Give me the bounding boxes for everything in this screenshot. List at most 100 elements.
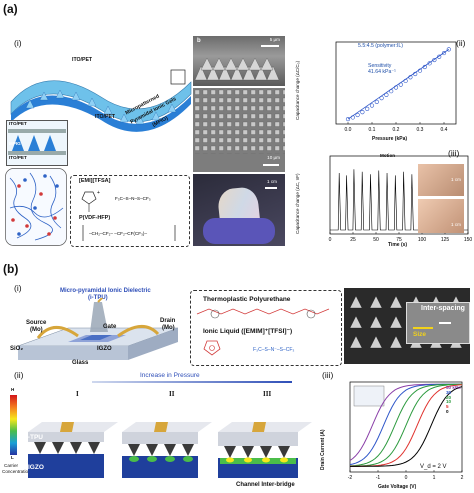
sem-scale-2: 10 μm <box>267 155 280 160</box>
panel-a-iii-label: (iii) <box>448 148 460 158</box>
sem-image-top: b 5 μm <box>193 36 285 86</box>
panel-b-i-label: (i) <box>14 283 22 293</box>
bottom-film-label: ITO/PET <box>95 114 116 120</box>
data-point <box>403 78 408 84</box>
finger-photo-1: 1 cm <box>418 164 464 196</box>
stage-1-diagram <box>28 422 118 478</box>
photo-scalebar <box>265 187 277 189</box>
photo-scale: 1 cm <box>267 179 277 184</box>
data-point <box>398 82 403 87</box>
chart-a-ii-legend: 5.5:4.5 (polymer:IL) <box>358 43 403 49</box>
polymer-network-inset <box>5 168 67 246</box>
x-tick-label: -2 <box>348 475 353 481</box>
inter-spacing-inset: Inter-spacing Size <box>406 302 470 344</box>
cbar-title-2: Concentration <box>2 469 31 474</box>
source-label-2: (Mo) <box>30 327 43 333</box>
size-label: Size <box>413 331 427 338</box>
itpu-title-1: Micro-pyramidal Ionic Dielectric <box>60 288 151 294</box>
glove <box>203 218 275 244</box>
x-tick-label: 0 <box>405 475 408 481</box>
stage-3-label: III <box>263 390 272 398</box>
stack-bottom-label: ITO/PET <box>9 155 27 160</box>
emi-tfsa-structure: + F₃C–S–N–S–CF₃ <box>81 190 151 212</box>
data-point <box>393 85 399 90</box>
x-tick-label: 1 <box>433 475 436 481</box>
data-point <box>427 61 432 66</box>
data-point <box>417 68 423 73</box>
stage-2-label: II <box>169 390 175 398</box>
transfer-legend: 50 kPa 30 20 10 5 0 <box>446 385 461 415</box>
legend-item: 30 <box>446 389 452 395</box>
legend-item: 20 <box>446 394 452 400</box>
carrier-colorbar <box>10 395 17 455</box>
data-point <box>345 116 351 122</box>
transfer-curve <box>350 386 463 467</box>
sem-b-label: b <box>197 38 201 44</box>
x-tick-label: 2 <box>461 475 464 481</box>
chart-a-iii-ylabel: Capacitance change (ΔC, nF) <box>295 173 300 234</box>
data-point <box>379 96 384 101</box>
legend-item: 10 <box>446 399 452 405</box>
x-tick-label: 0.4 <box>441 127 448 133</box>
signal-trace <box>330 169 468 231</box>
chart-a-ii-ylabel: Capacitance change (ΔC/C₀) <box>295 60 300 120</box>
data-point <box>432 57 437 63</box>
data-point <box>441 50 447 56</box>
igzo-label-b-ii: IGZO <box>28 464 44 471</box>
channel-bridge-label: Channel Inter-bridge <box>236 482 295 488</box>
chart-b-iii-xlabel: Gate Voltage (V) <box>378 484 417 490</box>
sem-scalebar-2 <box>263 164 279 166</box>
stage-2-diagram <box>122 422 212 478</box>
plot-frame <box>335 41 457 125</box>
chart-a-ii-xlabel: Pressure (kPa) <box>372 136 408 142</box>
x-tick-label: 150 <box>464 237 472 243</box>
stage-3-diagram <box>218 422 312 478</box>
x-tick-label: 0.1 <box>369 127 376 133</box>
finger-photo-2: 1 cm <box>418 199 464 233</box>
legend-item: 50 kPa <box>446 385 461 390</box>
panel-b-iii-label: (iii) <box>322 370 334 380</box>
increase-pressure-arrow <box>92 381 292 383</box>
chart-a-iii-xlabel: Time (s) <box>388 242 408 248</box>
ionic-liquid-label: [EMI][TFSA] <box>79 178 111 184</box>
itpu-title-2: (i-TPU) <box>88 295 108 301</box>
legend-item: 5 <box>446 404 449 410</box>
x-tick-label: 100 <box>418 237 427 243</box>
source-label-1: Source <box>26 320 47 326</box>
data-point <box>360 110 365 115</box>
x-tick-label: 0.2 <box>393 127 400 133</box>
panel-a-ii-label: (ii) <box>456 38 466 48</box>
data-point <box>413 71 418 77</box>
fit-line <box>347 49 450 120</box>
data-point <box>350 115 355 120</box>
panel-a-letter: (a) <box>3 2 18 16</box>
legend-item: 0 <box>446 409 449 415</box>
x-tick-label: 125 <box>441 237 450 243</box>
panel-b-letter: (b) <box>3 262 19 276</box>
emim-tfsi-structure: F₃C–S–N⁻–S–CF₃ <box>203 340 294 356</box>
transfer-curve <box>350 383 462 467</box>
spacing-arrow <box>439 322 451 324</box>
chart-a-ii-annot-2: 41.64 kPa⁻¹ <box>368 69 396 75</box>
inter-spacing-label: Inter-spacing <box>421 305 465 312</box>
data-point <box>374 99 379 104</box>
increase-pressure-label: Increase in Pressure <box>140 372 200 379</box>
cbar-high: H <box>11 387 15 392</box>
flexible-sensor-schematic <box>10 69 192 146</box>
tpu-chemistry-box: Thermoplastic Polyurethane Ionic Liquid … <box>190 290 342 366</box>
data-point <box>369 103 375 108</box>
chemistry-box: [EMI][TFSA] + F₃C–S–N–S–CF₃ P(VDF-HFP) –… <box>70 175 190 247</box>
data-point <box>365 106 370 111</box>
igzo-label: IGZO <box>97 346 112 352</box>
sem-scale-1: 5 μm <box>269 37 280 42</box>
cbar-title-1: Carrier <box>4 463 19 468</box>
svg-text:F₃C–S–N–S–CF₃: F₃C–S–N–S–CF₃ <box>115 196 151 201</box>
svg-text:+: + <box>97 190 100 196</box>
vd-label: V_d = 2 V <box>420 464 447 470</box>
il-label: Ionic Liquid ([EMIM]⁺[TFSI]⁻) <box>203 328 293 335</box>
transfer-curve <box>349 383 462 467</box>
panel-a-i-label: (i) <box>14 38 22 48</box>
chart-a-iii-annot: Motion <box>380 153 396 158</box>
